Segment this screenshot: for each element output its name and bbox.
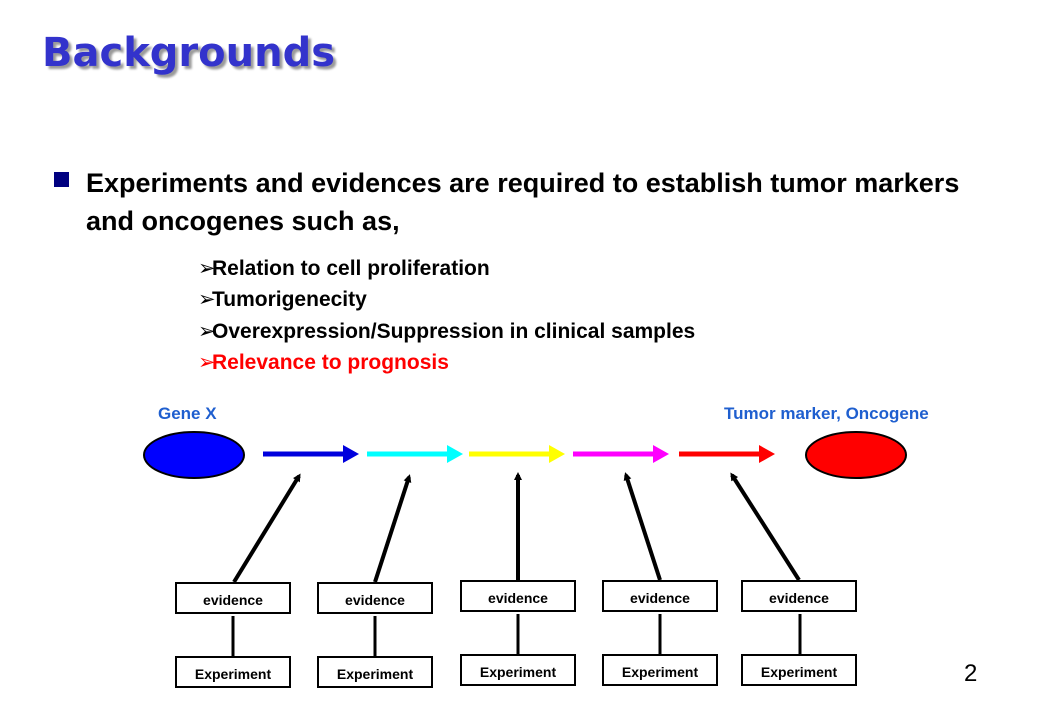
gene-x-label: Gene X: [158, 404, 217, 423]
sub-item-3: ➢Overexpression/Suppression in clinical …: [198, 320, 695, 344]
slide-title: Backgrounds: [42, 30, 336, 76]
sub-item-4: ➢Relevance to prognosis: [198, 351, 449, 375]
experiment-box-1: Experiment: [175, 656, 291, 688]
evidence-arrow-5: [730, 472, 801, 582]
evidence-box-4: evidence: [602, 580, 718, 612]
sub-item-3-text: Overexpression/Suppression in clinical s…: [212, 320, 696, 343]
pathway-arrow-5: [679, 445, 775, 463]
sub-item-1: ➢Relation to cell proliferation: [198, 257, 490, 281]
evidence-arrow-4: [623, 472, 662, 581]
evidence-box-1: evidence: [175, 582, 291, 614]
bullet-square-icon: [54, 172, 69, 187]
experiment-box-2: Experiment: [317, 656, 433, 688]
sub-item-1-text: Relation to cell proliferation: [212, 257, 490, 280]
evidence-arrow-1: [232, 473, 301, 584]
arrowhead-bullet-icon: ➢: [198, 288, 216, 311]
experiment-box-3: Experiment: [460, 654, 576, 686]
pathway-arrow-1: [263, 445, 359, 463]
pathway-arrow-4: [573, 445, 669, 463]
main-bullet-text: Experiments and evidences are required t…: [86, 168, 960, 236]
pathway-arrow-2: [367, 445, 463, 463]
evidence-box-5: evidence: [741, 580, 857, 612]
experiment-box-4: Experiment: [602, 654, 718, 686]
sub-item-2: ➢Tumorigenecity: [198, 288, 367, 312]
evidence-box-3: evidence: [460, 580, 576, 612]
pathway-arrow-3: [469, 445, 565, 463]
arrowhead-bullet-icon: ➢: [198, 351, 216, 374]
tumor-marker-label: Tumor marker, Oncogene: [724, 404, 929, 423]
evidence-box-2: evidence: [317, 582, 433, 614]
sub-item-2-text: Tumorigenecity: [212, 288, 367, 311]
page-number: 2: [964, 660, 978, 687]
arrowhead-bullet-icon: ➢: [198, 320, 216, 343]
gene-x-node: [143, 431, 245, 479]
sub-item-4-text: Relevance to prognosis: [212, 351, 449, 374]
arrowhead-bullet-icon: ➢: [198, 257, 216, 280]
tumor-marker-node: [805, 431, 907, 479]
evidence-arrow-2: [373, 474, 412, 583]
experiment-box-5: Experiment: [741, 654, 857, 686]
